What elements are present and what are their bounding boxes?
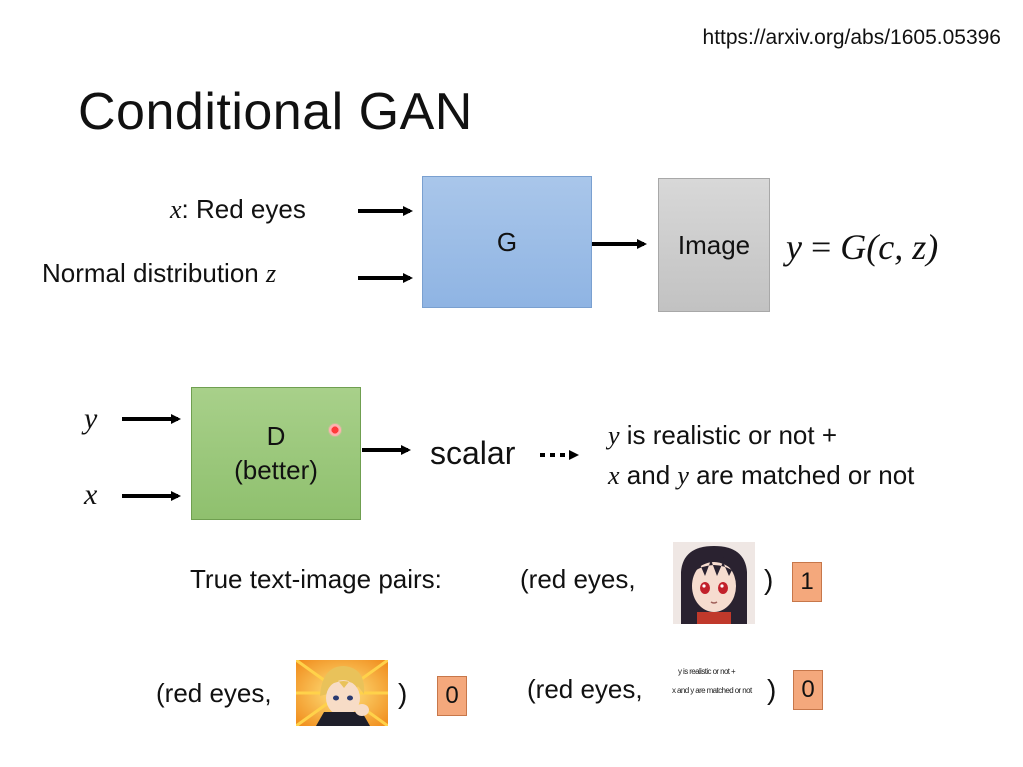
pair1-score: 1 — [800, 568, 814, 595]
pair3-score: 0 — [801, 676, 815, 703]
result-var-y2: y — [677, 461, 689, 490]
eq-sign: = — [801, 227, 841, 267]
true-pairs-label: True text-image pairs: — [190, 564, 442, 594]
scalar-label: scalar — [430, 435, 516, 471]
pair1-text: (red eyes, — [520, 564, 636, 594]
eq-lhs: y — [786, 227, 802, 267]
score-box: 1 — [792, 562, 822, 602]
result-var-x: x — [608, 461, 620, 490]
pair3-text: (red eyes, — [527, 674, 643, 704]
image-box: Image — [658, 178, 770, 312]
result-text-2: are matched or not — [688, 460, 915, 490]
generator-input-z: Normal distribution z — [42, 258, 276, 289]
image-label: Image — [677, 229, 751, 260]
eq-args: (c, z) — [866, 227, 939, 267]
generator-box: G — [422, 176, 592, 308]
mini-line-1: y is realistic or not + — [678, 667, 736, 676]
laser-pointer-icon — [328, 423, 342, 437]
source-link[interactable]: https://arxiv.org/abs/1605.05396 — [702, 26, 1001, 49]
pair3-close: ) — [767, 674, 777, 705]
result-and: and — [619, 460, 678, 490]
mini-line-2: x and y are matched or not — [672, 686, 752, 695]
pair2-score: 0 — [445, 682, 459, 709]
result-var-y: y — [608, 421, 620, 450]
result-line-2: x and y are matched or not — [608, 460, 914, 491]
var-x: x — [170, 195, 182, 224]
discriminator-label: D — [266, 420, 286, 451]
discriminator-sublabel: (better) — [234, 454, 318, 485]
input-z-text: Normal distribution — [42, 258, 266, 288]
pair2-text: (red eyes, — [156, 678, 272, 708]
discriminator-box: D (better) — [191, 387, 361, 520]
pair3-mini-text: y is realistic or not + x and y are matc… — [672, 666, 752, 696]
generator-label: G — [496, 226, 518, 257]
anime-boy-thumbnail — [296, 660, 388, 726]
generator-input-x: x: Red eyes — [170, 194, 306, 225]
generator-equation: y = G(c, z) — [786, 226, 938, 268]
var-z: z — [265, 259, 277, 288]
pair2-close: ) — [398, 678, 408, 709]
input-x-text: : Red eyes — [181, 194, 306, 224]
result-text-1: is realistic or not + — [619, 420, 838, 450]
score-box: 0 — [793, 670, 823, 710]
pair1-close: ) — [764, 564, 774, 595]
slide-title: Conditional GAN — [78, 83, 473, 141]
disc-input-x: x — [84, 478, 98, 511]
result-line-1: y is realistic or not + — [608, 420, 837, 451]
disc-input-y: y — [84, 402, 98, 435]
score-box: 0 — [437, 676, 467, 716]
eq-fn: G — [840, 227, 867, 267]
anime-face-thumbnail — [673, 542, 755, 624]
